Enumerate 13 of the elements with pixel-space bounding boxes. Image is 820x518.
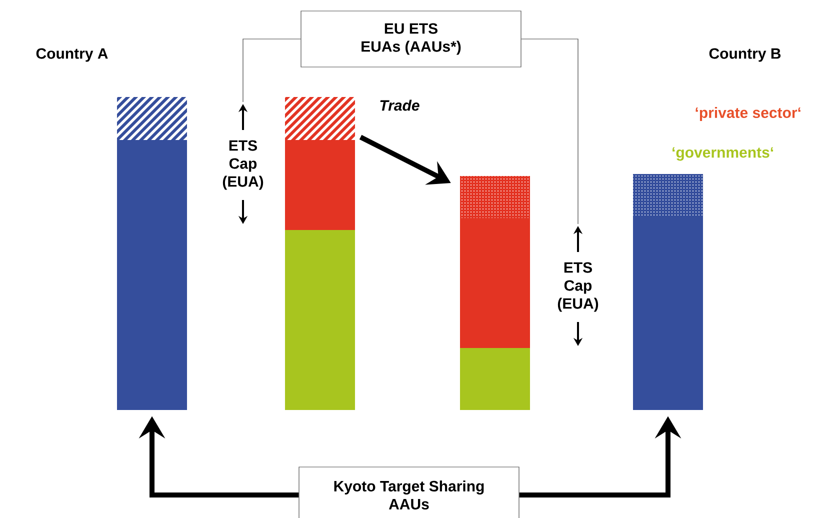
edge-label: Trade: [380, 100, 420, 111]
stacked-bar: [460, 218, 530, 410]
text-box: EU ETS EUAs (AAUs*): [300, 10, 522, 68]
connector-line: [521, 38, 578, 224]
country-label: Country B: [709, 48, 781, 62]
stacked-bar: [285, 97, 355, 410]
legend-text: ‘private sector‘: [696, 107, 800, 121]
stacked-bar: [460, 176, 530, 218]
legend-text: ‘governments‘: [672, 147, 774, 161]
stacked-bar: [117, 97, 187, 410]
country-label: Country A: [36, 48, 108, 62]
connector-line: [242, 38, 301, 102]
text-box: Kyoto Target Sharing AAUs: [298, 466, 520, 518]
